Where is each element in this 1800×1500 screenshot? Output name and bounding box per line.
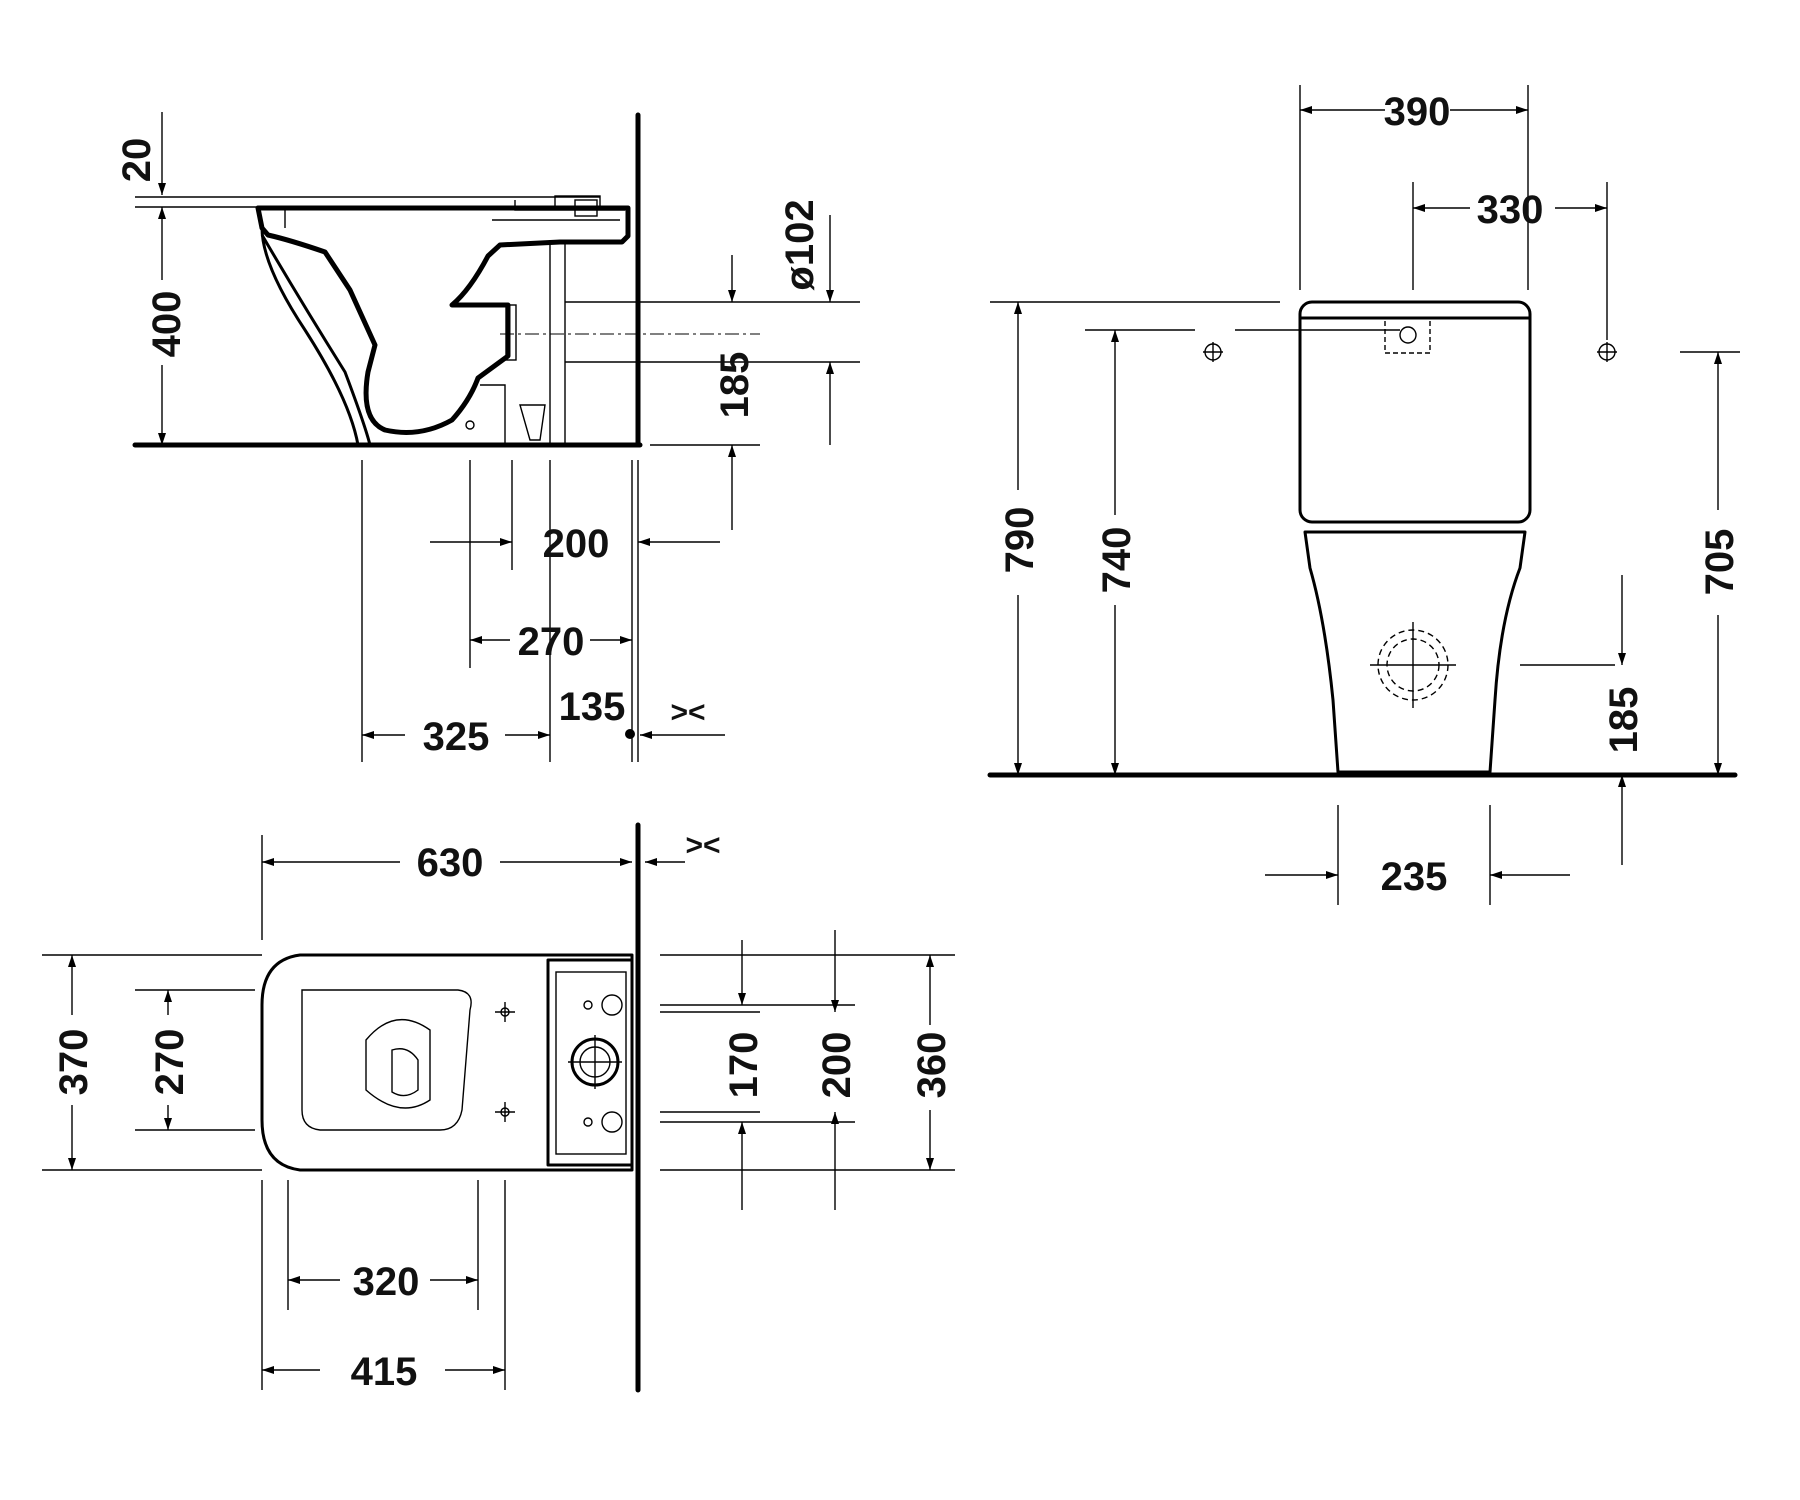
dim-tank-width-top: 360	[910, 1032, 954, 1099]
dim-total-length: 630	[417, 841, 484, 885]
dim-foot-to-outlet: 325	[423, 715, 490, 759]
dim-total-height: 790	[998, 507, 1042, 574]
dim-tank-fixing-a: 170	[722, 1032, 766, 1099]
wall-symbol-top: ><	[685, 829, 720, 862]
dim-total-width: 370	[52, 1029, 96, 1096]
front-extension-lines	[990, 85, 1740, 905]
dim-bowl-height: 400	[145, 291, 189, 358]
dim-outlet-diameter: ø102	[778, 199, 822, 290]
top-toilet-outline	[260, 953, 634, 1172]
dim-tank-fixing-b: 200	[815, 1032, 859, 1099]
dim-fixing-to-wall: 270	[518, 620, 585, 664]
side-toilet-outline	[255, 195, 631, 446]
dim-outlet-height: 185	[713, 352, 757, 419]
front-toilet-outline	[1203, 300, 1617, 774]
front-view: 390 330 790 740 705 185 235	[987, 85, 1742, 905]
dim-seat-width: 270	[148, 1029, 192, 1096]
side-dimension-lines	[158, 112, 834, 739]
front-dimension-lines	[1014, 106, 1722, 879]
dim-front-outlet-height: 185	[1602, 687, 1646, 754]
top-extension-lines	[42, 835, 955, 1390]
dim-fixing-spacing-a: 320	[353, 1260, 420, 1304]
side-extension-lines	[135, 196, 860, 762]
side-view: 20 400 ø102 185 200 270 325 135 ><	[115, 112, 860, 762]
dim-fixing-spacing: 330	[1477, 188, 1544, 232]
dim-fixing-spacing-b: 415	[351, 1350, 418, 1394]
top-view: 630 >< 370 270 320 415 170 200 360	[42, 822, 955, 1394]
dim-tank-width: 390	[1384, 90, 1451, 134]
dim-inlet-height: 705	[1698, 529, 1742, 596]
dim-flush-height: 740	[1095, 527, 1139, 594]
dim-outlet-center-to-wall: 135	[559, 685, 626, 729]
wall-symbol-side: ><	[670, 696, 705, 729]
dim-seat-gap: 20	[115, 138, 159, 183]
top-dimension-lines	[68, 858, 934, 1374]
dim-base-width: 235	[1381, 855, 1448, 899]
dim-outlet-to-wall: 200	[543, 522, 610, 566]
